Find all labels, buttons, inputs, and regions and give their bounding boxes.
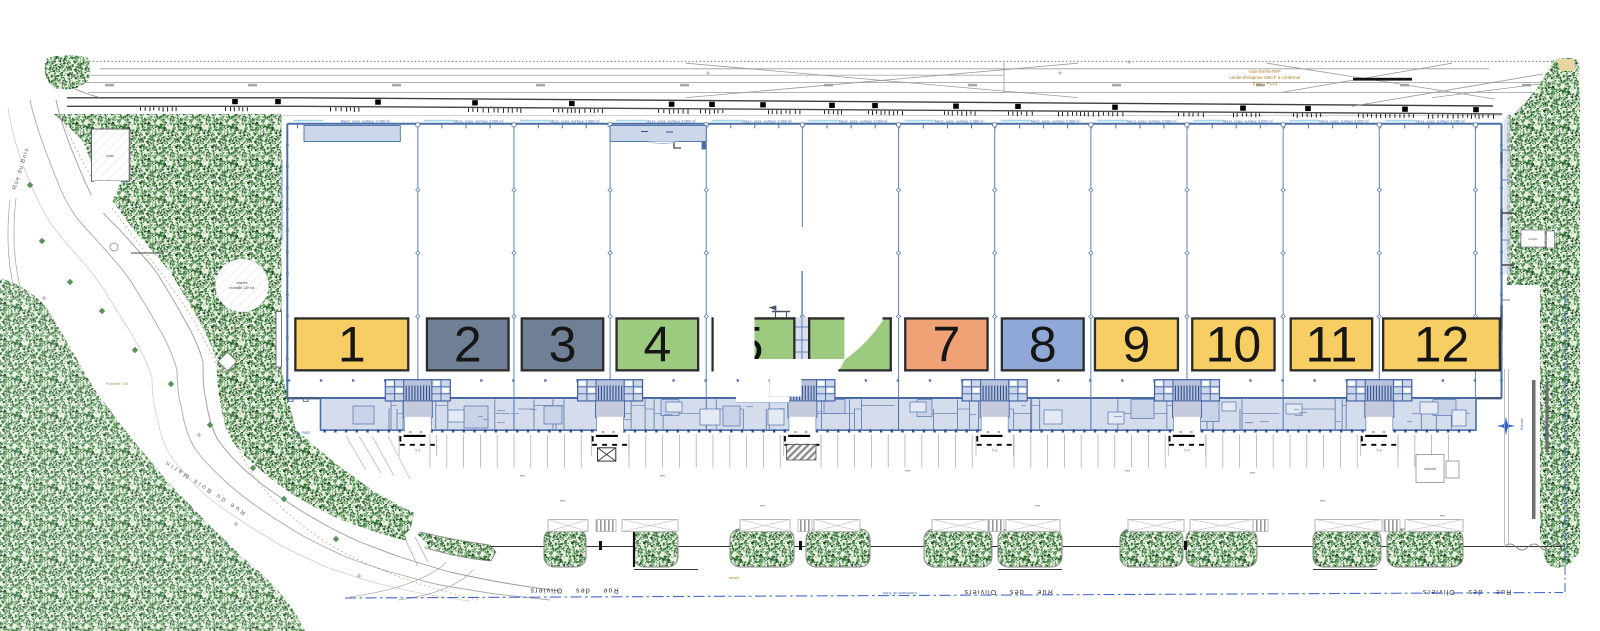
svg-text:Limite d'emprise SNCF à confir: Limite d'emprise SNCF à confirmer bbox=[1229, 75, 1301, 80]
svg-text:9: 9 bbox=[1123, 316, 1151, 372]
svg-text:Mezz. poss. surface 3 065 m²: Mezz. poss. surface 3 065 m² bbox=[646, 119, 697, 123]
svg-text:réserve: réserve bbox=[236, 281, 247, 285]
svg-text:5 m: 5 m bbox=[1377, 449, 1383, 453]
svg-text:transfo: transfo bbox=[1528, 237, 1538, 241]
svg-text:Voie ferrée RFF: Voie ferrée RFF bbox=[1249, 69, 1282, 74]
svg-text:1: 1 bbox=[338, 316, 366, 372]
svg-text:(hyp. : PLU): (hyp. : PLU) bbox=[1253, 81, 1278, 86]
svg-text:3: 3 bbox=[549, 316, 577, 372]
svg-text:5 m: 5 m bbox=[415, 449, 421, 453]
svg-text:Rue des Oliviers: Rue des Oliviers bbox=[1422, 588, 1511, 595]
svg-text:Mezz. poss. surface 3 065 m²: Mezz. poss. surface 3 065 m² bbox=[1319, 119, 1370, 123]
svg-text:12: 12 bbox=[1414, 316, 1470, 372]
svg-text:11: 11 bbox=[1305, 316, 1357, 372]
svg-text:2: 2 bbox=[454, 316, 482, 372]
svg-text:Mezz. poss. surface 3 065 m²: Mezz. poss. surface 3 065 m² bbox=[1127, 119, 1178, 123]
svg-text:incendie 120 m3: incendie 120 m3 bbox=[230, 286, 255, 290]
svg-text:poste: poste bbox=[106, 154, 114, 158]
svg-text:Rampe: Rampe bbox=[1520, 418, 1524, 430]
svg-text:Mezz. poss. surface 3 065 m²: Mezz. poss. surface 3 065 m² bbox=[839, 119, 890, 123]
svg-text:Mezz. poss. surface 3 065 m²: Mezz. poss. surface 3 065 m² bbox=[742, 119, 793, 123]
svg-text:7: 7 bbox=[932, 316, 960, 372]
svg-text:accès: accès bbox=[729, 575, 739, 580]
svg-text:Parcelle 700: Parcelle 700 bbox=[106, 381, 129, 386]
svg-text:5 m: 5 m bbox=[1184, 449, 1190, 453]
svg-text:Rue des Oliviers: Rue des Oliviers bbox=[529, 587, 618, 594]
svg-text:10: 10 bbox=[1206, 316, 1262, 372]
svg-text:Mezz. poss. surface 3 065 m²: Mezz. poss. surface 3 065 m² bbox=[1223, 119, 1274, 123]
svg-text:Rue des Oliviers: Rue des Oliviers bbox=[963, 588, 1052, 595]
svg-text:Mur coupe-feu périphérique exi: Mur coupe-feu périphérique existant cons… bbox=[279, 159, 284, 241]
svg-text:contrôle: contrôle bbox=[1424, 467, 1436, 471]
svg-text:Mezz. poss. surface 3 065 m²: Mezz. poss. surface 3 065 m² bbox=[1415, 119, 1466, 123]
svg-text:Mezz. poss. surface 3 065 m²: Mezz. poss. surface 3 065 m² bbox=[550, 119, 601, 123]
svg-text:5 m: 5 m bbox=[992, 449, 998, 453]
svg-text:Mezz. poss. surface 3 065 m²: Mezz. poss. surface 3 065 m² bbox=[1031, 119, 1082, 123]
svg-text:Mezz. poss. surface 3 065 m²: Mezz. poss. surface 3 065 m² bbox=[454, 119, 505, 123]
svg-text:Commune de Trets: Commune de Trets bbox=[883, 591, 917, 596]
svg-text:Mezz. poss. surface 3 065 m²: Mezz. poss. surface 3 065 m² bbox=[935, 119, 986, 123]
svg-text:4: 4 bbox=[643, 316, 671, 372]
svg-text:Mezz. poss. surface 3 065 m²: Mezz. poss. surface 3 065 m² bbox=[341, 119, 392, 123]
svg-text:8: 8 bbox=[1029, 316, 1057, 372]
svg-text:5: 5 bbox=[736, 316, 764, 372]
svg-text:Rampe: Rampe bbox=[1544, 426, 1548, 438]
svg-text:Acc. PMR: Acc. PMR bbox=[294, 431, 310, 435]
